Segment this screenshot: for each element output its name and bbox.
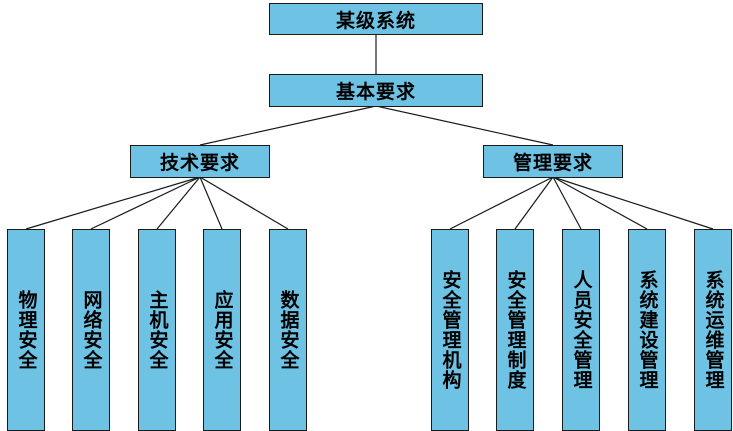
tech-leaf-label: 网络安全 <box>80 290 103 370</box>
tech-leaf-network: 网络安全 <box>72 229 110 431</box>
mgmt-leaf-label: 系统运维管理 <box>702 270 725 390</box>
mgmt-leaf-organization: 安全管理机构 <box>431 229 469 431</box>
tech-leaf-application: 应用安全 <box>203 229 241 431</box>
line-tech-3 <box>156 176 201 230</box>
mgmt-leaf-operations: 系统运维管理 <box>694 229 732 431</box>
root-node: 某级系统 <box>269 3 483 35</box>
technical-requirements-node: 技术要求 <box>130 145 270 178</box>
root-node-label: 某级系统 <box>335 9 416 32</box>
mgmt-leaf-construction: 系统建设管理 <box>628 229 666 431</box>
line-tech-4 <box>199 176 223 230</box>
line-tech-5 <box>199 176 289 230</box>
line-mgmt-1 <box>449 176 554 230</box>
line-mgmt-2 <box>514 176 554 230</box>
line-mgmt-3 <box>552 176 582 230</box>
basic-requirements-node: 基本要求 <box>269 74 483 107</box>
technical-requirements-label: 技术要求 <box>159 152 240 174</box>
management-requirements-label: 管理要求 <box>512 152 593 174</box>
tech-leaf-label: 应用安全 <box>211 290 234 370</box>
line-mgmt-5 <box>552 176 714 230</box>
line-basic-tech <box>199 105 377 146</box>
mgmt-leaf-label: 系统建设管理 <box>636 270 659 390</box>
line-basic-mgmt <box>375 105 554 146</box>
tech-leaf-host: 主机安全 <box>138 229 176 431</box>
tech-leaf-label: 主机安全 <box>146 290 169 370</box>
tech-leaf-label: 数据安全 <box>277 290 300 370</box>
line-tech-2 <box>90 176 201 230</box>
line-tech-1 <box>25 176 201 230</box>
mgmt-leaf-label: 安全管理机构 <box>439 270 462 390</box>
mgmt-leaf-label: 安全管理制度 <box>504 270 527 390</box>
tech-leaf-physical: 物理安全 <box>7 229 45 431</box>
tech-leaf-data: 数据安全 <box>269 229 307 431</box>
management-requirements-node: 管理要求 <box>483 145 623 178</box>
tech-leaf-label: 物理安全 <box>15 290 38 370</box>
mgmt-leaf-personnel: 人员安全管理 <box>562 229 600 431</box>
line-mgmt-4 <box>552 176 648 230</box>
mgmt-leaf-label: 人员安全管理 <box>570 270 593 390</box>
basic-requirements-label: 基本要求 <box>335 81 416 103</box>
mgmt-leaf-policy: 安全管理制度 <box>496 229 534 431</box>
